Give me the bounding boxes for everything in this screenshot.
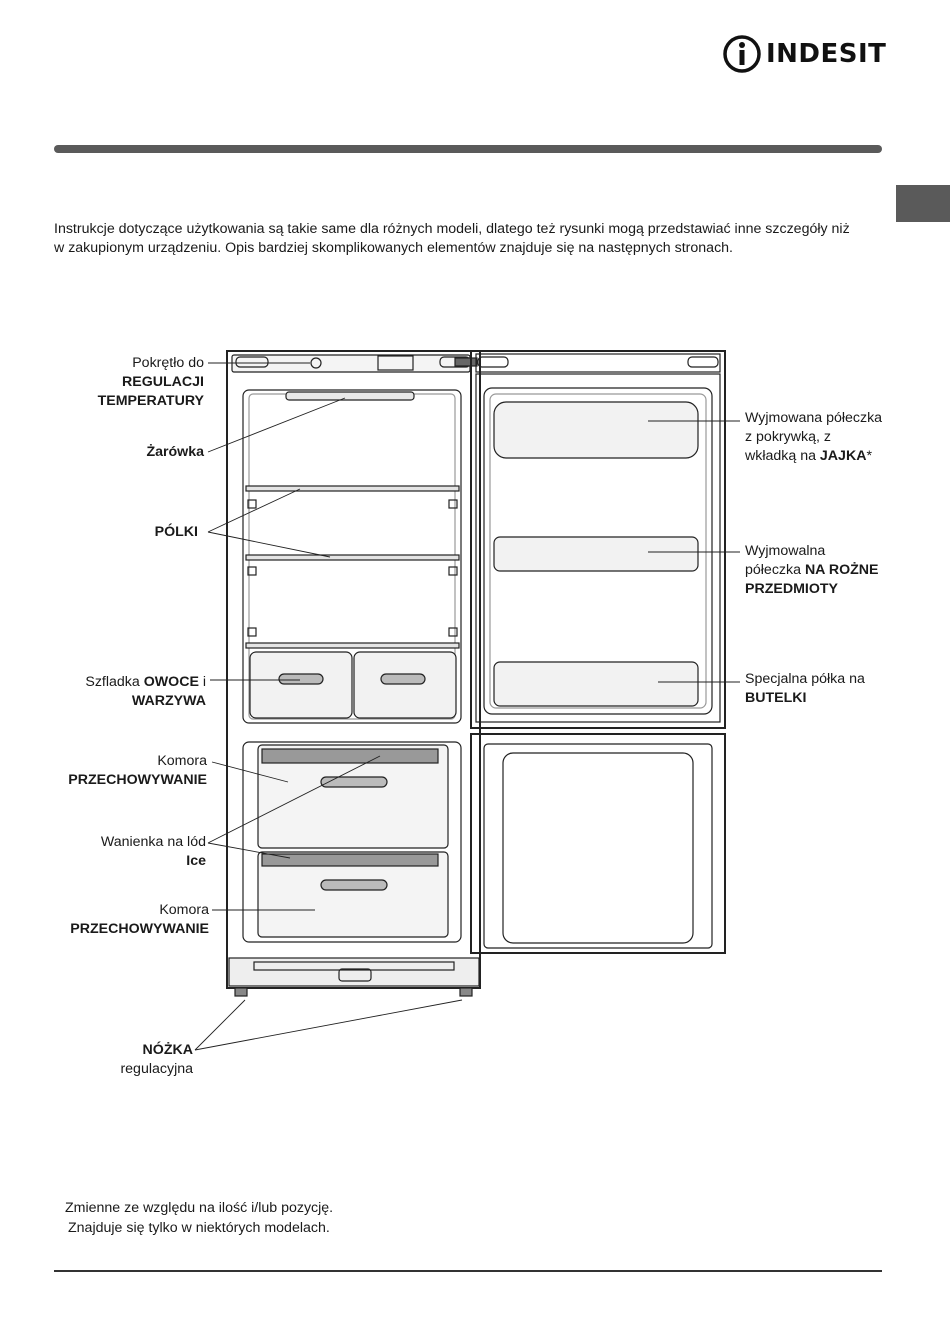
footnote-2: Znajduje się tylko w niektórych modelach… — [68, 1220, 330, 1236]
thermostat-label: Pokrętło do REGULACJI TEMPERATURY — [97, 355, 204, 409]
egg-shelf-label: Wyjmowana półeczka z pokrywką, z wkładką… — [745, 410, 883, 464]
brand-name: INDESIT — [766, 39, 887, 69]
intro-paragraph: Instrukcje dotyczące użytkowania są taki… — [54, 221, 850, 256]
bottle-shelf-label: Specjalna półka na BUTELKI — [745, 671, 865, 706]
bulb-label: Żarówka — [146, 444, 204, 460]
foot-label: NÓŻKA regulacyjna — [120, 1042, 193, 1077]
footer-rule — [54, 1270, 882, 1272]
fruit-drawer-label: Szfladka OWOCE i WARZYWA — [85, 674, 206, 709]
indesit-logo: INDESIT — [722, 34, 886, 74]
ice-tray-label: Wanienka na lód Ice — [100, 834, 206, 869]
footnote-1: Zmienne ze względu na ilość i/lub pozycj… — [65, 1200, 334, 1216]
storage-compartment-2-label: Komora PRZECHOWYWANIE — [70, 902, 209, 937]
storage-compartment-1-label: Komora PRZECHOWYWANIE — [68, 753, 207, 788]
header-rule — [54, 145, 882, 153]
misc-shelf-label: Wyjmowalna półeczka NA ROŻNE PRZEDMIOTY — [745, 543, 879, 597]
shelves-label: PÓLKI — [154, 524, 198, 540]
indesit-logo-icon — [723, 35, 761, 73]
section-tab — [896, 185, 950, 222]
